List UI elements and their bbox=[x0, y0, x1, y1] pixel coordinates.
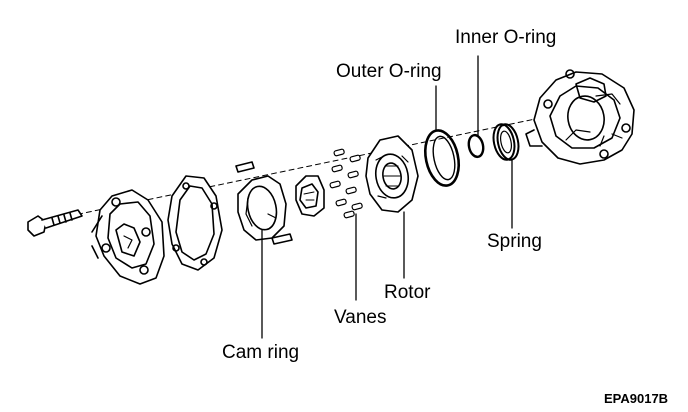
cam-ring bbox=[237, 175, 287, 241]
figure-code: EPA9017B bbox=[604, 391, 669, 406]
vanes bbox=[329, 148, 363, 219]
front-housing bbox=[525, 69, 635, 165]
label-cam-ring: Cam ring bbox=[222, 342, 300, 363]
gasket bbox=[167, 175, 223, 271]
label-inner-o-ring: Inner O-ring bbox=[455, 27, 557, 48]
rotor-hub bbox=[295, 175, 325, 217]
label-spring: Spring bbox=[487, 231, 542, 252]
bolt bbox=[27, 209, 83, 237]
label-rotor: Rotor bbox=[384, 282, 431, 303]
spring bbox=[492, 123, 520, 161]
rear-cover bbox=[91, 189, 165, 285]
dowel-pin-bottom bbox=[271, 233, 293, 245]
outer-o-ring bbox=[424, 129, 460, 187]
label-vanes: Vanes bbox=[334, 307, 387, 328]
dowel-pin-top bbox=[235, 161, 255, 173]
inner-o-ring bbox=[467, 133, 485, 159]
label-outer-o-ring: Outer O-ring bbox=[336, 61, 442, 82]
leader-lines bbox=[261, 55, 513, 339]
rotor bbox=[365, 135, 419, 213]
